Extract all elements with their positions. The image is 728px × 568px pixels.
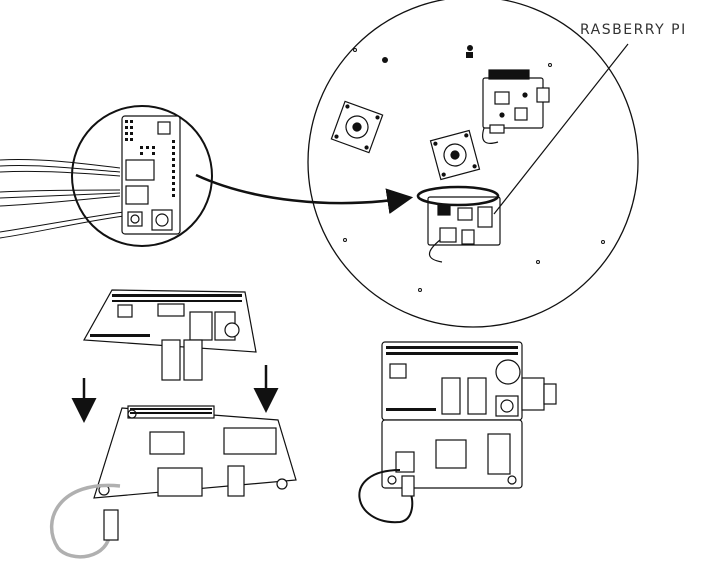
assembled-pi	[381, 419, 523, 489]
raspberry-pi-highlight-ring	[416, 185, 500, 207]
callout-leader-line	[493, 43, 629, 215]
cable-connector	[103, 509, 119, 541]
stepper-motor	[330, 100, 384, 154]
assembled-hat	[381, 341, 557, 421]
controller-board	[482, 69, 550, 134]
assembled-cable-connector	[401, 475, 415, 497]
zoom-arrow	[195, 173, 414, 215]
raspberry-pi-in-enclosure	[427, 196, 501, 263]
enclosure-top-view	[307, 0, 639, 328]
raspberry-pi-board	[93, 405, 297, 499]
gpio-pins	[130, 408, 212, 414]
screw-dot	[467, 45, 473, 51]
hat-header-pins	[90, 294, 242, 337]
header-pins	[125, 120, 175, 197]
assembled-view	[358, 341, 557, 524]
mounting-holes	[343, 48, 605, 292]
hat-board-closeup	[121, 115, 181, 235]
stepper-motor	[429, 129, 481, 181]
exploded-assembly	[49, 289, 297, 559]
screw-dot	[382, 57, 388, 63]
raspberry-pi-callout-label: RASBERRY PI	[580, 22, 687, 38]
assembled-cable-loop	[358, 469, 414, 524]
assembled-header-pins	[386, 346, 518, 411]
gray-cable-loop	[49, 483, 121, 559]
ribbon-cables	[0, 159, 125, 239]
zoom-detail	[0, 105, 414, 247]
